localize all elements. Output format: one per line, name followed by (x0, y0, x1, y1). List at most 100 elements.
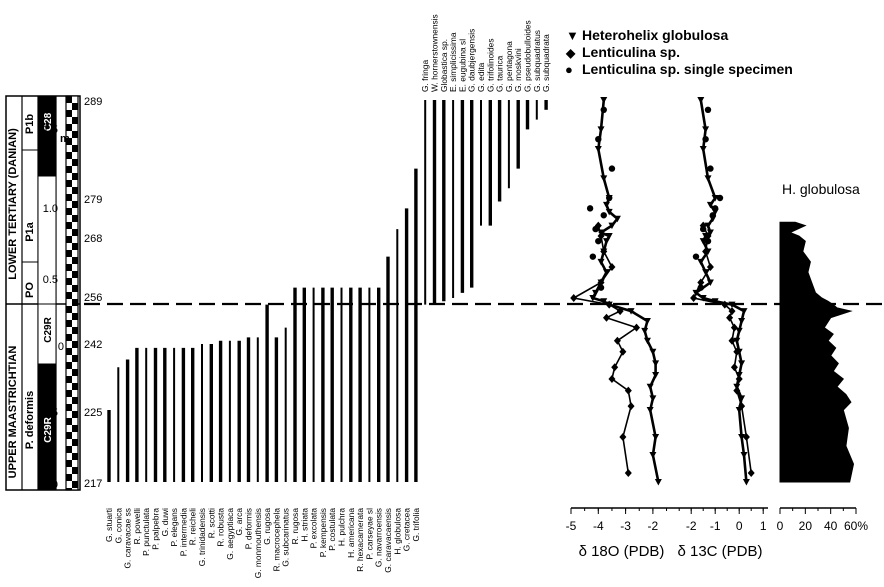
diamond-marker (733, 347, 741, 356)
scale-bar-block (72, 145, 78, 152)
scale-bar-block (66, 222, 72, 229)
circle-marker (592, 225, 599, 233)
legend-label-2: Lenticulina sp. single specimen (582, 61, 793, 77)
upper-maastrichtian-label: UPPER MAASTRICHTIAN (7, 346, 19, 479)
diamond-marker (619, 347, 627, 356)
legend-label-1: Lenticulina sp. (582, 44, 680, 60)
scale-bar-block (66, 250, 72, 257)
triangle-marker (738, 434, 746, 441)
scale-bar-block (72, 481, 78, 488)
depth-tick-4: 0.5 (43, 407, 58, 419)
diamond-marker (697, 278, 705, 287)
d18o-chart: -5-4-3-2δ 18O (PDB) (566, 97, 672, 560)
p1a-label: P1a (24, 221, 36, 241)
diamond-marker (728, 307, 736, 316)
depth-tick-2: 0.5 (43, 274, 58, 286)
triangle-marker (652, 434, 660, 441)
scale-bar-block (66, 264, 72, 271)
triangle-marker (706, 201, 714, 209)
x-tick-label: 0 (777, 519, 784, 533)
taxon-label: R. scotti (206, 508, 216, 538)
scale-bar-block (66, 124, 72, 131)
taxon-label: R. rugosa (290, 508, 300, 545)
circle-marker (600, 106, 607, 114)
circle-marker (586, 205, 594, 212)
triangle-marker (738, 360, 746, 367)
diamond-marker (616, 307, 624, 316)
triangle-marker (697, 258, 705, 266)
scale-bar-block (66, 362, 72, 369)
taxon-label: G. trifolinoides (485, 38, 495, 92)
sample-268: 268 (84, 233, 102, 245)
scale-bar-block (66, 166, 72, 173)
triangle-marker (602, 238, 610, 245)
taxon-label: G. cretacea (402, 508, 412, 552)
diamond-marker (721, 300, 729, 309)
scale-bar-block (66, 418, 72, 425)
taxon-label: E. simplicissima (448, 32, 458, 92)
taxon-label: P. costulata (327, 508, 337, 551)
triangle-marker (600, 298, 608, 305)
diamond-marker (726, 313, 734, 322)
scale-bar-block (72, 327, 78, 334)
circle-marker (606, 194, 613, 202)
triangle-marker (697, 97, 705, 104)
diamond-marker (597, 278, 605, 287)
circle-marker (712, 205, 719, 212)
triangle-marker (699, 146, 707, 153)
scale-bar-block (72, 411, 78, 418)
triangle-marker (702, 126, 710, 133)
diamond-marker (627, 402, 635, 411)
scale-bar-block (72, 173, 78, 180)
taxon-label: P. deformis (244, 508, 254, 549)
triangle-marker (646, 407, 654, 414)
taxon-label: G. duwi (160, 508, 170, 537)
triangle-marker (704, 175, 712, 182)
series-line (571, 225, 639, 474)
taxon-label: R. hexacamerata (355, 508, 365, 572)
c29r-upper-label: C29R (43, 316, 54, 342)
triangle-marker (643, 337, 651, 345)
taxon-label: Globastica sp. (439, 39, 449, 92)
triangle-marker (735, 327, 743, 335)
lower-tertiary-label: LOWER TERTIARY (DANIAN) (7, 128, 19, 280)
triangle-marker (728, 301, 736, 309)
scale-bar-block (66, 488, 72, 490)
sample-242: 242 (84, 339, 102, 351)
triangle-marker (600, 175, 608, 182)
triangle-marker (704, 222, 712, 230)
scale-bar-block (66, 110, 72, 117)
x-tick-label: 20 (799, 519, 813, 533)
taxon-label: G. aegyptiaca (225, 508, 235, 560)
x-tick-label: 0 (736, 519, 743, 533)
x-tick-label: -3 (620, 519, 631, 533)
diamond-marker (613, 336, 621, 345)
taxon-label: G. subquadrata (541, 34, 551, 92)
scale-bar-block (72, 257, 78, 264)
scale-unit-label: m (60, 133, 70, 145)
scale-bar-block (66, 376, 72, 383)
x-tick-label: -4 (593, 519, 604, 533)
sample-number-labels: 289 279 268 256 242 225 217 (84, 96, 102, 490)
triangle-marker (605, 208, 613, 216)
scale-bar-block (66, 404, 72, 411)
diamond-marker (600, 247, 608, 256)
circle-marker (608, 165, 616, 172)
x-tick-label: 40 (824, 519, 838, 533)
scale-bar-block (72, 453, 78, 460)
taxon-label: G. navarroensis (374, 508, 384, 567)
diamond-marker (735, 374, 743, 383)
triangle-marker (654, 479, 662, 486)
triangle-marker (738, 318, 746, 325)
circle-marker (704, 237, 712, 245)
scale-bar-block (72, 131, 78, 138)
diamond-marker (730, 323, 738, 332)
diamond-marker (597, 232, 605, 240)
taxon-label: R. reicheli (188, 508, 198, 545)
scale-bar-block (66, 292, 72, 299)
sample-256: 256 (84, 292, 102, 304)
circle-marker (597, 284, 605, 291)
diamond-marker (706, 263, 714, 271)
scale-bar-block (72, 397, 78, 404)
